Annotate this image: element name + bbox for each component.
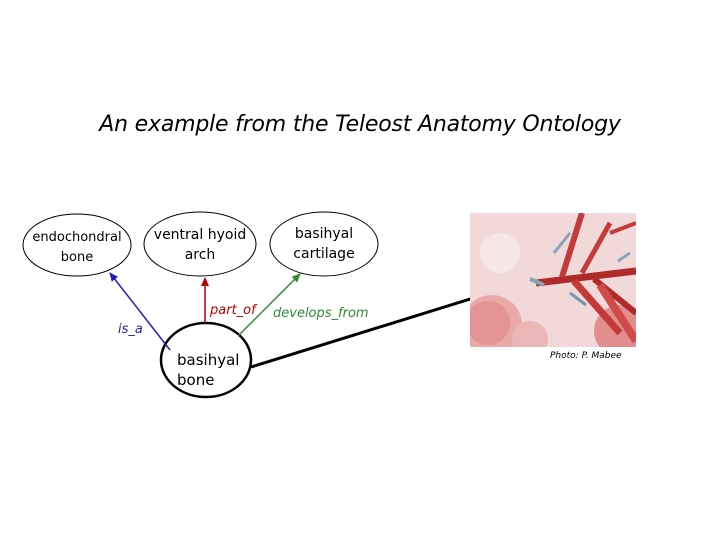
node-basihyal-cartilage: [269, 211, 379, 277]
node-label-ventral-hyoid-arch: ventral hyoid arch: [153, 227, 247, 263]
node-label-endochondral-bone: endochondral bone: [32, 230, 122, 265]
is-a-arrow: [109, 272, 171, 351]
photo-credit: Photo: P. Mabee: [550, 351, 622, 361]
is-a-label: is_a: [118, 322, 143, 337]
slide-title: An example from the Teleost Anatomy Onto…: [99, 112, 621, 137]
part-of-label: part_of: [210, 303, 256, 318]
node-endochondral-bone: [22, 213, 132, 277]
node-basihyal-bone: [159, 321, 253, 399]
node-label-basihyal-cartilage: basihyal cartilage: [293, 226, 355, 262]
develops-from-arrow: [237, 273, 301, 337]
develops-from-label: develops_from: [273, 306, 369, 321]
node-label-basihyal-bone: basihyal bone: [177, 351, 240, 389]
node-ventral-hyoid-arch: [143, 211, 257, 277]
specimen-photo: [470, 213, 636, 347]
